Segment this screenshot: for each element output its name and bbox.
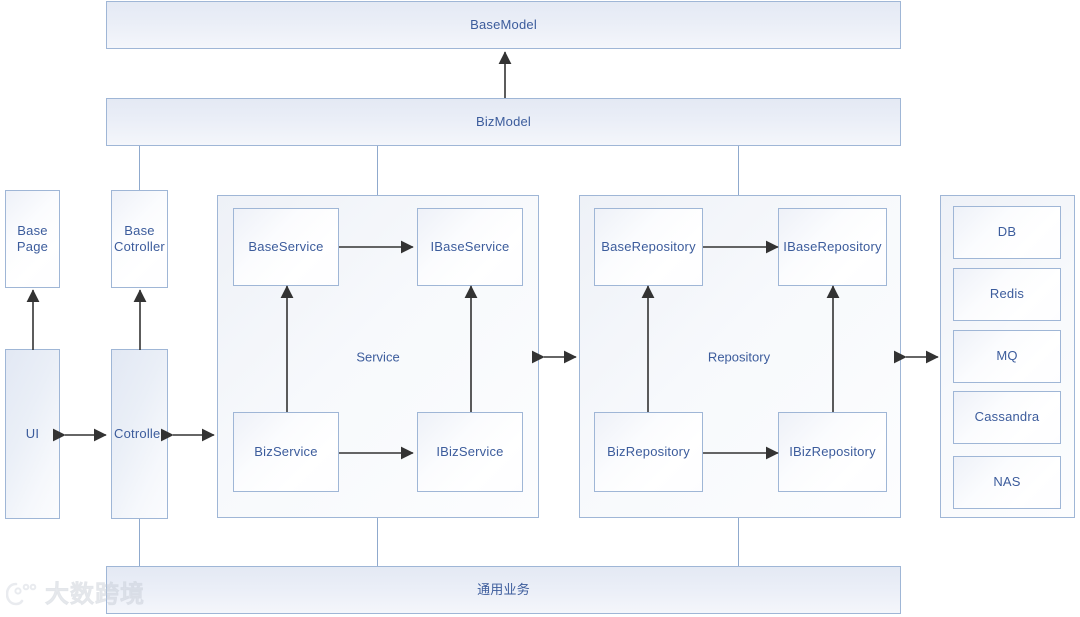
node-base-service[interactable]: BaseService: [233, 208, 339, 286]
node-ui-label: UI: [25, 425, 40, 441]
node-mq-label: MQ: [996, 348, 1018, 364]
node-ibiz-service[interactable]: IBizService: [417, 412, 523, 492]
node-cassandra[interactable]: Cassandra: [953, 391, 1061, 444]
node-ibase-service[interactable]: IBaseService: [417, 208, 523, 286]
node-db-label: DB: [997, 224, 1017, 240]
node-ibiz-repository-label: IBizRepository: [789, 443, 876, 459]
node-base-repository[interactable]: BaseRepository: [594, 208, 703, 286]
node-controller[interactable]: Cotroller: [111, 349, 168, 519]
arrow-controller-service-bidirectional: [161, 428, 215, 442]
connector-repository-to-common-business: [738, 518, 739, 566]
node-controller-label: Cotroller: [114, 425, 165, 441]
arrow-service-repository-bidirectional: [532, 350, 577, 364]
connector-bizmodel-to-repository: [738, 146, 739, 195]
node-base-page-label-line1: Base: [17, 222, 48, 238]
node-db[interactable]: DB: [953, 206, 1061, 259]
group-service-label: Service: [356, 349, 400, 365]
connector-bizmodel-to-basecontroller: [139, 146, 140, 190]
node-common-business-label: 通用业务: [477, 581, 530, 597]
node-ibiz-service-label: IBizService: [436, 443, 504, 459]
node-redis[interactable]: Redis: [953, 268, 1061, 321]
node-biz-model[interactable]: BizModel: [106, 98, 901, 146]
arrow-ui-controller-bidirectional: [53, 428, 107, 442]
node-base-page[interactable]: Base Page: [5, 190, 60, 288]
node-base-controller-label-line1: Base: [124, 222, 155, 238]
node-base-model[interactable]: BaseModel: [106, 1, 901, 49]
arrow-bizmodel-to-basemodel: [498, 51, 512, 98]
arrow-repository-storage-bidirectional: [894, 350, 939, 364]
node-base-service-label: BaseService: [248, 238, 324, 254]
node-base-repository-label: BaseRepository: [601, 238, 696, 254]
node-base-controller-label-line2: Cotroller: [114, 239, 165, 254]
arrow-ui-to-basepage: [26, 289, 40, 350]
node-base-page-label-line2: Page: [16, 239, 49, 254]
node-base-model-label: BaseModel: [470, 16, 537, 32]
node-nas-label: NAS: [993, 474, 1021, 490]
node-ibiz-repository[interactable]: IBizRepository: [778, 412, 887, 492]
watermark-logo-icon: [6, 582, 37, 606]
node-ui[interactable]: UI: [5, 349, 60, 519]
node-base-controller[interactable]: Base Cotroller: [111, 190, 168, 288]
node-nas[interactable]: NAS: [953, 456, 1061, 509]
node-mq[interactable]: MQ: [953, 330, 1061, 383]
arrow-controller-to-basecontroller: [133, 289, 147, 350]
node-cassandra-label: Cassandra: [974, 409, 1040, 425]
node-biz-repository[interactable]: BizRepository: [594, 412, 703, 492]
node-biz-model-label: BizModel: [475, 113, 532, 129]
node-ibase-service-label: IBaseService: [430, 238, 510, 254]
node-biz-service[interactable]: BizService: [233, 412, 339, 492]
connector-bizmodel-to-service: [377, 146, 378, 195]
node-redis-label: Redis: [989, 286, 1025, 302]
group-repository-label: Repository: [707, 349, 771, 365]
node-biz-repository-label: BizRepository: [607, 443, 690, 459]
node-ibase-repository[interactable]: IBaseRepository: [778, 208, 887, 286]
node-ibase-repository-label: IBaseRepository: [783, 238, 882, 254]
connector-service-to-common-business: [377, 518, 378, 566]
node-biz-service-label: BizService: [254, 443, 318, 459]
connector-controller-to-common-business: [139, 519, 140, 566]
node-common-business[interactable]: 通用业务: [106, 566, 901, 614]
